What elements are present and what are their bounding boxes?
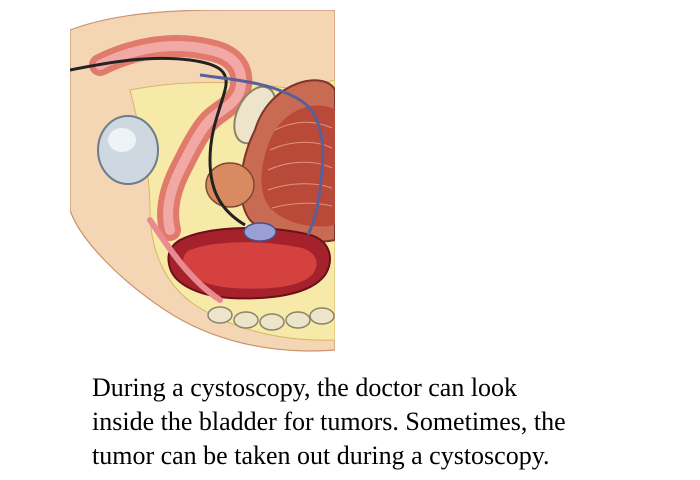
testis-highlight xyxy=(108,128,136,152)
sacrum-segments xyxy=(207,306,335,331)
bladder-striations xyxy=(267,121,333,209)
bladder-interior xyxy=(261,105,335,227)
caption-line: inside the bladder for tumors. Sometimes… xyxy=(92,407,566,436)
cystoscopy-anatomy-icon xyxy=(70,10,335,365)
pelvic-floor-tissue xyxy=(147,217,223,303)
cystoscopy-illustration xyxy=(70,10,335,365)
tumor xyxy=(243,222,277,242)
caption-line: During a cystoscopy, the doctor can look xyxy=(92,373,518,402)
urethra-lining xyxy=(95,40,247,235)
cystoscope-tube xyxy=(70,56,246,227)
cystoscope-instrument xyxy=(199,73,325,236)
caption-text: During a cystoscopy, the doctor can look… xyxy=(92,371,652,473)
caption-line: tumor can be taken out during a cystosco… xyxy=(92,441,550,470)
rectum-inner xyxy=(183,242,317,289)
